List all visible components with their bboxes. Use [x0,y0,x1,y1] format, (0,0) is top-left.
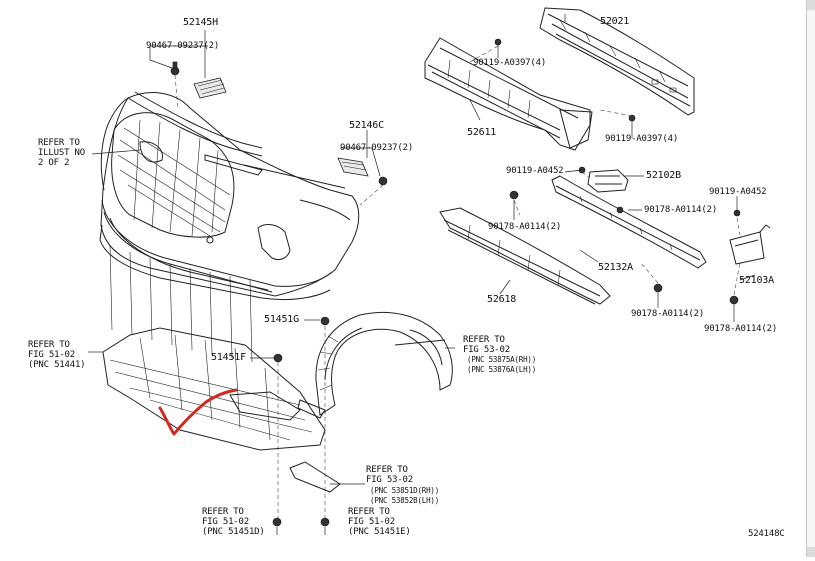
refer-5302b-line3: (PNC 53851D(RH)) [370,486,440,495]
part-52102B-bracket[interactable] [587,169,629,193]
fastener-90178-A0114-a: 90178-A0114(2) [644,205,718,215]
refer-5102b-line1[interactable]: REFER TO [202,507,244,517]
assembly-dashed-lines [174,45,741,518]
part-number-52145H: 52145H [183,17,218,28]
refer-5302b-line2[interactable]: FIG 53-02 [366,475,413,485]
front-bumper-cover[interactable] [99,92,360,363]
nut-icon [509,190,739,305]
scroll-up-arrow[interactable] [807,0,815,10]
leader-lines [88,14,756,535]
fastener-90119-A0397-b: 90119-A0397(4) [605,134,679,144]
refer-5302a-line1[interactable]: REFER TO [463,335,505,345]
lower-side-shield[interactable] [289,461,341,493]
fastener-90119-A0452-b: 90119-A0452 [709,187,767,197]
fastener-90467-09237-a: 90467-09237(2) [146,41,220,51]
part-number-52103A: 52103A [739,275,774,286]
part-number-51451F: 51451F [211,352,246,363]
refer-5102c-line2[interactable]: FIG 51-02 [348,517,395,527]
refer-5102a-line3: (PNC 51441) [28,360,86,370]
fastener-90178-A0114-c: 90178-A0114(2) [631,309,705,319]
part-52618-lower-absorber[interactable] [439,207,611,305]
part-number-51451G: 51451G [264,314,299,325]
engine-under-cover[interactable] [102,327,326,451]
refer-5302a-line4: (PNC 53876A(LH)) [467,365,537,374]
red-annotation-mark [158,388,238,436]
fastener-90178-A0114-b: 90178-A0114(2) [488,222,562,232]
refer-5302a-line2[interactable]: FIG 53-02 [463,345,510,355]
part-number-52146C: 52146C [349,120,384,131]
bolt-icon [378,176,388,186]
refer-5302b-line4: (PNC 53852B(LH)) [370,496,440,505]
refer-illust-line3: 2 OF 2 [38,158,70,168]
part-52103A-bracket[interactable] [729,224,771,265]
part-number-52021: 52021 [600,16,630,27]
refer-5102a-line2[interactable]: FIG 51-02 [28,350,75,360]
refer-illust-line1: REFER TO [38,138,80,148]
part-52611-energy-absorber[interactable] [424,37,593,151]
diagram-code: 524148C [748,529,785,539]
part-number-52611: 52611 [467,127,497,138]
clip-icon [272,316,330,527]
refer-5102a-line1[interactable]: REFER TO [28,340,70,350]
scroll-down-arrow[interactable] [807,547,815,557]
refer-5102b-line2[interactable]: FIG 51-02 [202,517,249,527]
upper-grille-molding[interactable] [127,91,263,176]
refer-5302a-line3: (PNC 53875A(RH)) [467,355,537,364]
refer-5102c-line3: (PNC 51451E) [348,527,411,537]
part-number-52132A: 52132A [598,262,633,273]
bolt-icon [170,61,180,76]
part-52145H[interactable] [193,77,227,99]
vertical-scrollbar[interactable] [806,0,815,557]
part-52146C[interactable] [337,157,369,177]
fastener-90119-A0452-a: 90119-A0452 [506,166,564,176]
part-52021-bumper-reinforcement[interactable] [539,7,695,116]
fender-liner[interactable] [297,311,453,419]
part-52132A-lower-reinforcement[interactable] [551,175,707,269]
refer-5102b-line3: (PNC 51451D) [202,527,265,537]
part-number-52102B: 52102B [646,170,681,181]
refer-5102c-line1[interactable]: REFER TO [348,507,390,517]
part-number-52618: 52618 [487,294,517,305]
fastener-90178-A0114-d: 90178-A0114(2) [704,324,778,334]
fastener-90467-09237-b: 90467-09237(2) [340,143,414,153]
fastener-90119-A0397-a: 90119-A0397(4) [473,58,547,68]
refer-illust-line2: ILLUST NO [38,148,85,158]
refer-5302b-line1[interactable]: REFER TO [366,465,408,475]
